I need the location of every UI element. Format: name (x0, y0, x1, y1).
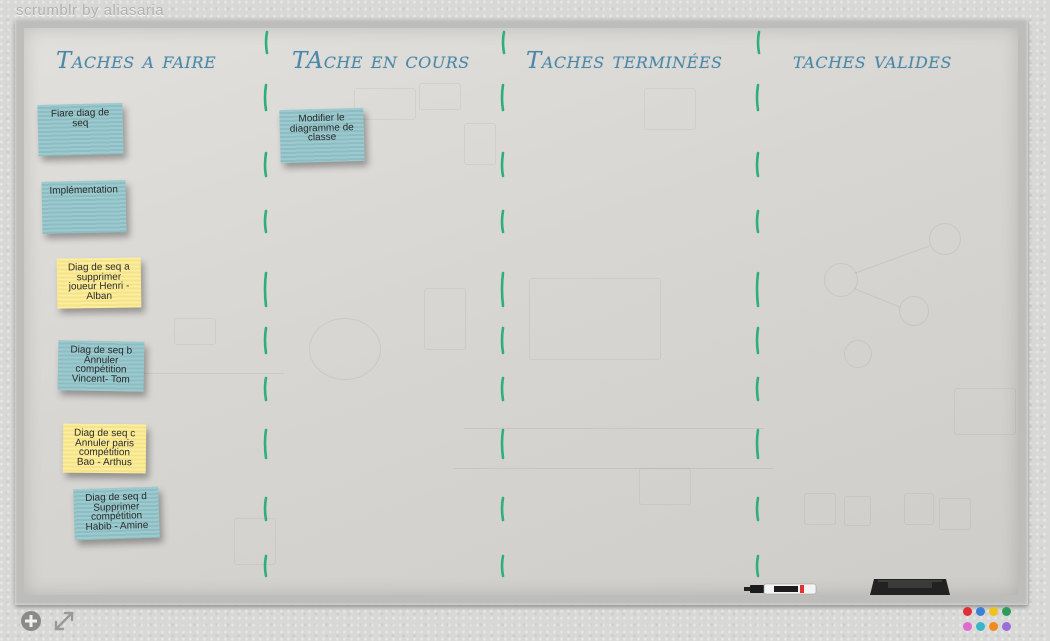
card[interactable]: Fiare diag de seq (37, 102, 124, 157)
marker-color-palette (963, 607, 1023, 641)
ghost-circle (824, 263, 858, 297)
color-swatch-blue[interactable] (976, 607, 985, 616)
ghost-circle (309, 318, 381, 380)
divider-strokes (263, 30, 269, 578)
column-divider[interactable] (263, 28, 269, 595)
color-swatch-pink[interactable] (963, 622, 972, 631)
ghost-sketch (954, 388, 1016, 435)
ghost-circle (899, 296, 929, 326)
card[interactable]: Implémentation (41, 180, 127, 234)
eraser-icon[interactable] (870, 577, 950, 595)
fullscreen-button[interactable] (52, 609, 76, 633)
column-divider[interactable] (755, 28, 761, 595)
ghost-sketch (529, 278, 661, 360)
ghost-sketch (234, 518, 276, 565)
card[interactable]: Diag de seq d Supprimer compétition Habi… (73, 486, 160, 541)
color-swatch-purple[interactable] (1002, 622, 1011, 631)
color-swatch-cyan[interactable] (976, 622, 985, 631)
column-divider[interactable] (500, 28, 506, 595)
column-title-done[interactable]: Taches terminées (526, 48, 723, 74)
ghost-sketch (844, 496, 871, 526)
ghost-line (853, 288, 901, 308)
add-card-button[interactable] (20, 610, 42, 632)
scrum-board: Taches a faire TAche en cours Taches ter… (24, 28, 1018, 595)
card[interactable]: Diag de seq c Annuler paris compétition … (62, 423, 147, 474)
ghost-sketch (644, 88, 696, 130)
app-brand: scrumblr by aliasaria (16, 2, 165, 19)
ghost-sketch (904, 493, 934, 525)
ghost-sketch (464, 123, 496, 165)
color-swatch-orange[interactable] (989, 622, 998, 631)
plus-circle-icon (21, 611, 41, 631)
card[interactable]: Diag de seq b Annuler compétition Vincen… (57, 340, 145, 392)
ghost-circle (929, 223, 961, 255)
ghost-line (853, 245, 930, 274)
ghost-sketch (639, 468, 691, 505)
ghost-sketch (424, 288, 466, 350)
card[interactable]: Diag de seq a supprimer joueur Henri - A… (56, 257, 142, 309)
expand-arrows-icon (54, 611, 74, 631)
color-swatch-green[interactable] (1002, 607, 1011, 616)
ghost-line (454, 468, 774, 469)
color-swatch-red[interactable] (963, 607, 972, 616)
color-swatch-yellow[interactable] (989, 607, 998, 616)
column-title-in-progress[interactable]: TAche en cours (292, 48, 470, 74)
divider-strokes (500, 30, 506, 578)
column-title-todo[interactable]: Taches a faire (56, 48, 217, 74)
ghost-sketch (804, 493, 836, 525)
divider-strokes (755, 30, 761, 578)
ghost-sketch (354, 88, 416, 120)
ghost-circle (844, 340, 872, 368)
card[interactable]: Modifier le diagramme de classe (279, 107, 365, 164)
ghost-sketch (174, 318, 216, 345)
column-title-validated[interactable]: taches valides (793, 48, 952, 74)
ghost-sketch (939, 498, 971, 530)
ghost-line (84, 373, 284, 374)
ghost-line (464, 428, 764, 429)
ghost-sketch (419, 83, 461, 110)
marker-pen-icon[interactable] (744, 583, 818, 595)
